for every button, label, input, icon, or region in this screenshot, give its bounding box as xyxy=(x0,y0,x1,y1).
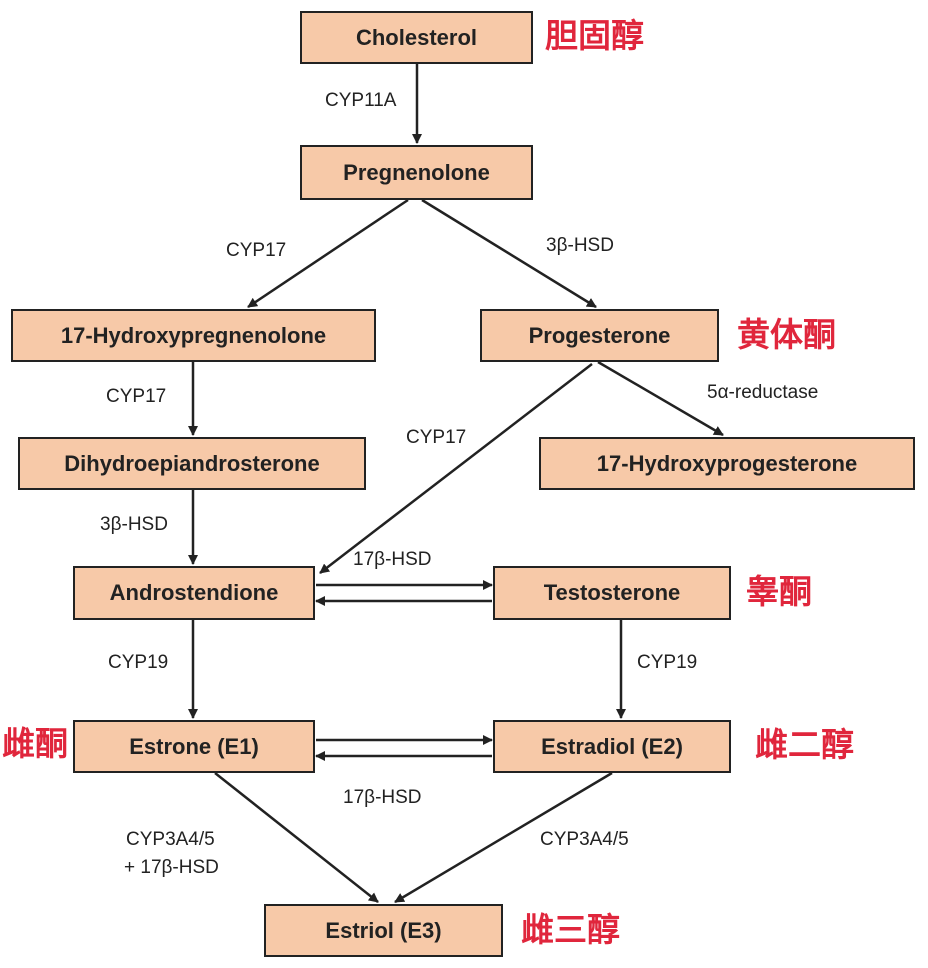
node-estrone: Estrone (E1) xyxy=(73,720,315,773)
chinese-label-testosterone: 睾酮 xyxy=(746,572,812,611)
enzyme-label-cyp3a4-right: CYP3A4/5 xyxy=(540,829,629,850)
node-testosterone: Testosterone xyxy=(493,566,731,620)
arrow-estradiol-to-estriol xyxy=(394,771,613,904)
enzyme-label-cyp17-left: CYP17 xyxy=(226,240,287,261)
arrow-progesterone-to-androstendione xyxy=(319,363,593,574)
enzyme-label-cyp11a: CYP11A xyxy=(325,90,397,111)
node-cholesterol: Cholesterol xyxy=(300,11,533,64)
enzyme-label-5a-reductase: 5α-reductase xyxy=(707,382,819,403)
enzyme-label-cyp17-progesterone: CYP17 xyxy=(406,427,467,448)
enzyme-label-17b-hsd-top: 17β-HSD xyxy=(353,549,432,570)
arrow-pregnenolone-to-progesterone xyxy=(421,198,597,309)
node-hydroxypregnenolone: 17-Hydroxypregnenolone xyxy=(11,309,376,362)
enzyme-label-cyp19-left: CYP19 xyxy=(108,652,169,673)
chinese-label-progesterone: 黄体酮 xyxy=(737,315,836,354)
node-estriol: Estriol (E3) xyxy=(264,904,503,957)
node-progesterone: Progesterone xyxy=(480,309,719,362)
chinese-label-estrone: 雌酮 xyxy=(2,724,68,763)
enzyme-label-3b-hsd-dhea: 3β-HSD xyxy=(100,514,168,535)
chinese-label-estradiol: 雌二醇 xyxy=(755,725,854,764)
arrow-progesterone-to-hydroxyprogesterone xyxy=(597,360,724,437)
enzyme-label-cyp3a4-left-1: CYP3A4/5 xyxy=(126,829,215,850)
node-estradiol: Estradiol (E2) xyxy=(493,720,731,773)
enzyme-label-3b-hsd-top: 3β-HSD xyxy=(546,235,614,256)
enzyme-label-cyp19-right: CYP19 xyxy=(637,652,698,673)
enzyme-label-cyp17-dhea: CYP17 xyxy=(106,386,167,407)
chinese-label-estriol: 雌三醇 xyxy=(521,910,620,949)
enzyme-label-17b-hsd-bottom: 17β-HSD xyxy=(343,787,422,808)
node-hydroxyprogesterone: 17-Hydroxyprogesterone xyxy=(539,437,915,490)
arrow-estrone-to-estriol xyxy=(214,772,379,903)
chinese-label-cholesterol: 胆固醇 xyxy=(545,16,644,55)
arrow-pregnenolone-to-hydroxypregnenolone xyxy=(247,198,409,309)
node-androstendione: Androstendione xyxy=(73,566,315,620)
enzyme-label-cyp3a4-left-2: + 17β-HSD xyxy=(124,857,219,878)
node-dhea: Dihydroepiandrosterone xyxy=(18,437,366,490)
node-pregnenolone: Pregnenolone xyxy=(300,145,533,200)
